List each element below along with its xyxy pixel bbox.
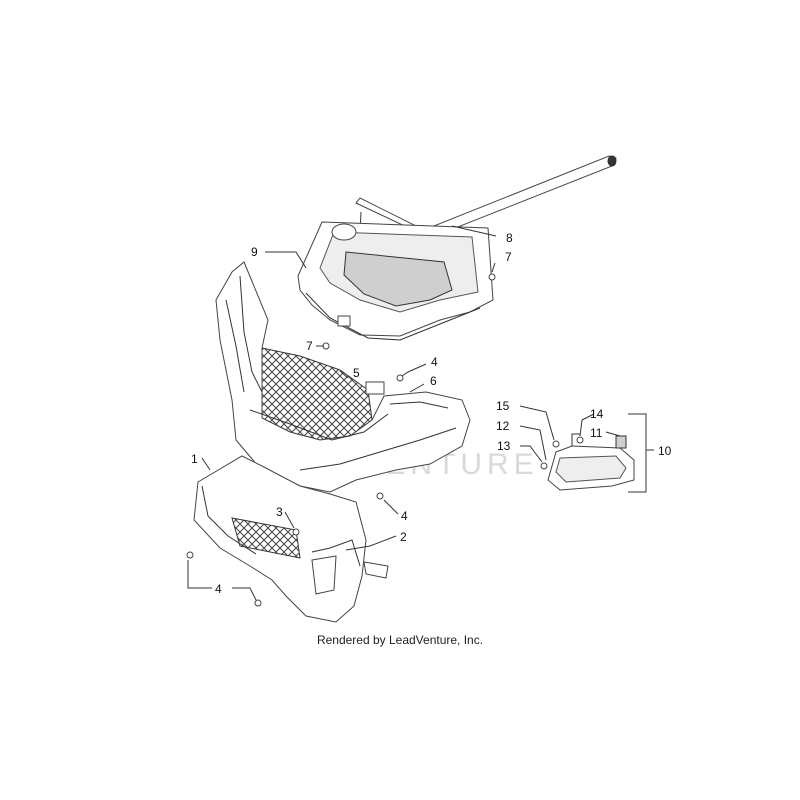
callout-1: 1	[191, 452, 198, 466]
callout-12: 12	[496, 419, 510, 433]
callout-4-top: 4	[431, 355, 438, 369]
credit-text: Rendered by LeadVenture, Inc.	[317, 633, 483, 647]
callout-6: 6	[430, 374, 437, 388]
callout-2: 2	[400, 530, 407, 544]
fasteners	[186, 273, 496, 607]
part-front-fascia	[215, 261, 471, 493]
callout-14: 14	[590, 407, 604, 421]
callout-5: 5	[353, 366, 360, 380]
callout-7-left: 7	[306, 339, 313, 353]
callout-15: 15	[496, 399, 510, 413]
callout-9: 9	[251, 245, 258, 259]
callout-4-mid: 4	[401, 509, 408, 523]
callout-10: 10	[658, 444, 672, 458]
callout-3: 3	[276, 505, 283, 519]
callout-13: 13	[497, 439, 511, 453]
callout-8: 8	[506, 231, 513, 245]
part-headlight	[540, 433, 635, 491]
callout-11: 11	[590, 426, 603, 440]
callout-7-right: 7	[505, 250, 512, 264]
callout-4-bottom: 4	[215, 582, 222, 596]
leader-lines	[187, 225, 654, 601]
part-front-rack	[297, 221, 494, 341]
part-lower-valance	[193, 455, 389, 623]
